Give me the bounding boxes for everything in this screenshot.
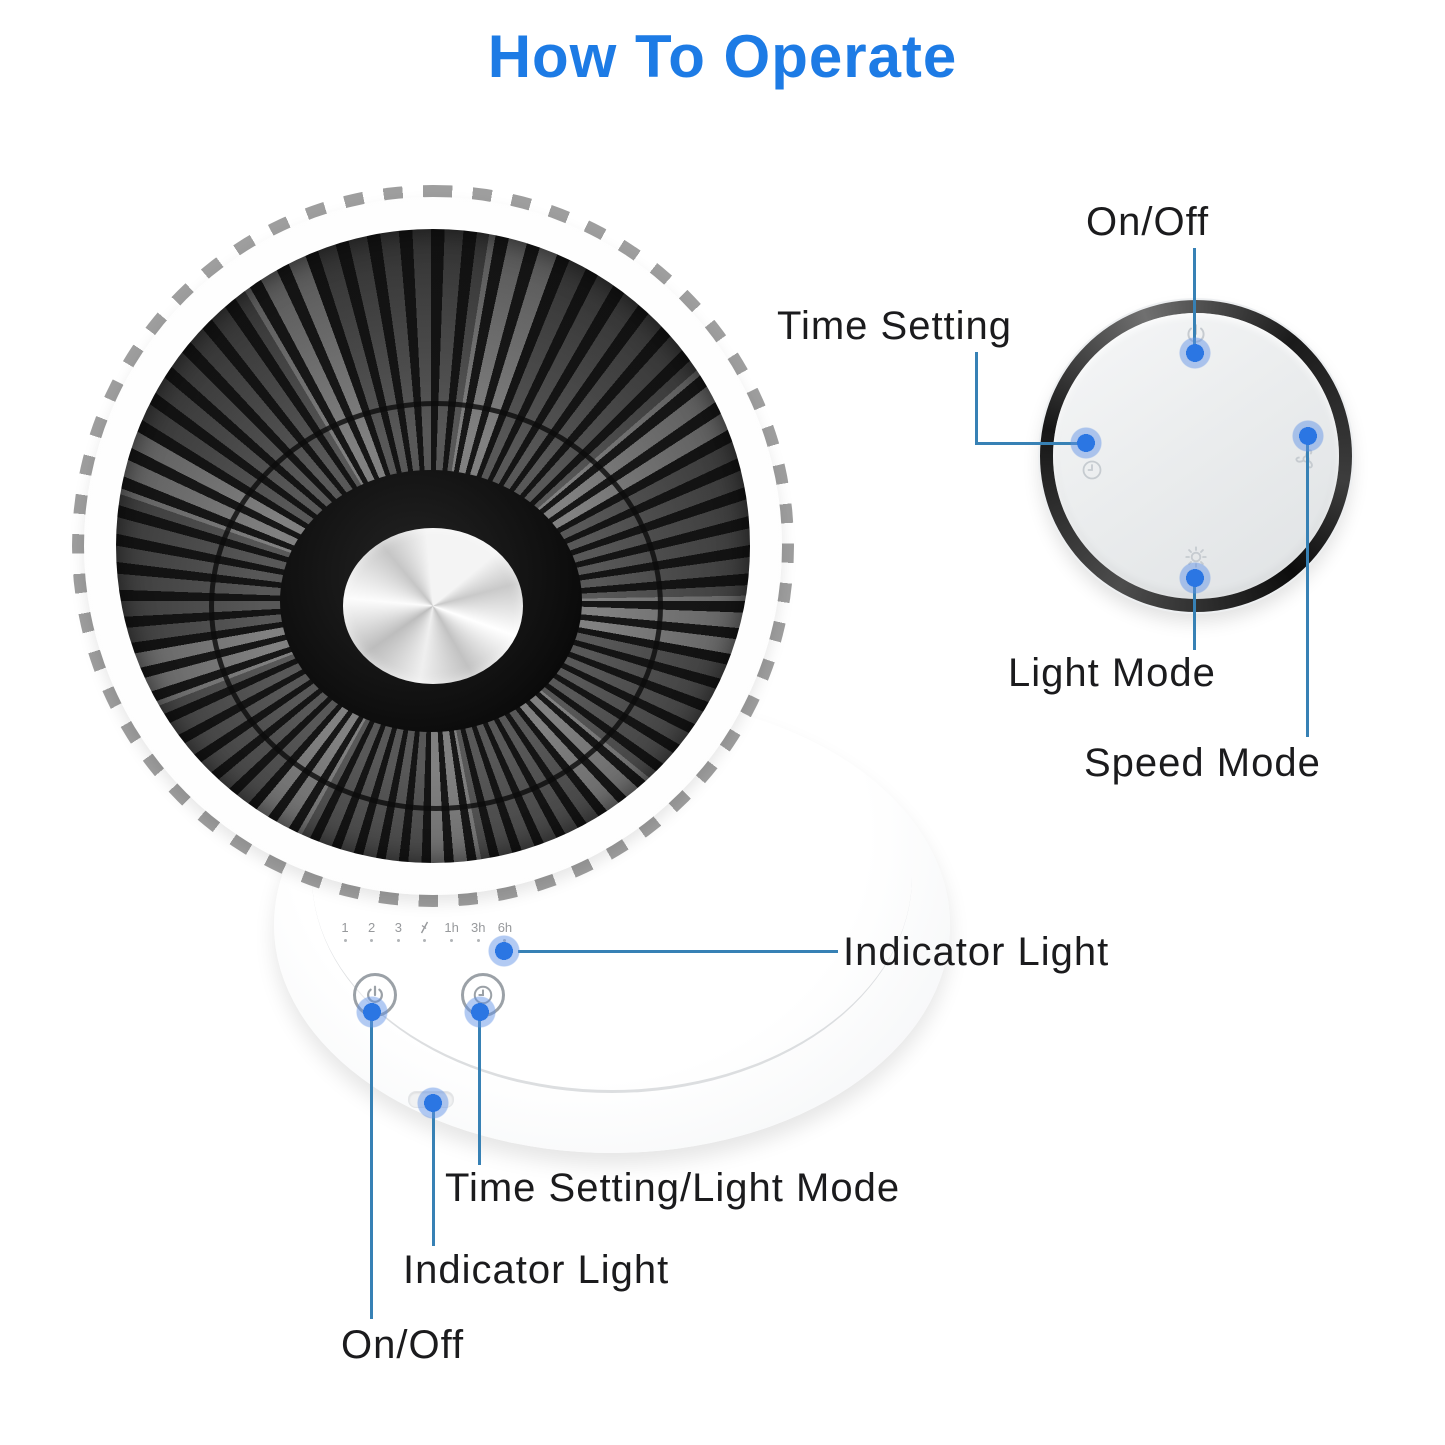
callout-label-on-off-base: On/Off: [341, 1323, 465, 1367]
indicator-timer-1h: 1h: [440, 921, 464, 942]
callout-label-on-off-dial: On/Off: [1086, 200, 1210, 244]
callout-line-on-off-base: [370, 1016, 373, 1319]
callout-line-speed-mode: [1306, 437, 1309, 737]
callout-dot-timer-button: [464, 996, 496, 1028]
callout-line-time-setting-v: [975, 352, 978, 445]
callout-line-time-setting-h: [975, 442, 1087, 445]
callout-line-time-light: [478, 1016, 481, 1165]
callout-dot-light-mode: [1179, 562, 1211, 594]
indicator-speed-1: 1: [333, 921, 357, 942]
indicator-speed-3: 3: [386, 921, 410, 942]
callout-line-indicator-top: [518, 950, 838, 953]
indicator-speed-2: 2: [360, 921, 384, 942]
fan-hub-cap: [343, 528, 523, 684]
callout-label-speed-mode: Speed Mode: [1084, 741, 1321, 785]
fan-grille-ring: [209, 401, 663, 811]
callout-line-light-mode: [1193, 578, 1196, 650]
callout-label-indicator-bottom: Indicator Light: [403, 1248, 670, 1292]
callout-line-on-off-dial: [1193, 248, 1196, 352]
callout-label-light-mode: Light Mode: [1008, 651, 1216, 695]
callout-dot-speed-mode: [1292, 420, 1324, 452]
callout-label-time-light: Time Setting/Light Mode: [445, 1166, 901, 1210]
callout-line-indicator-bottom: [432, 1105, 435, 1246]
indicator-row: 1 2 3 1h 3h 6h: [333, 921, 517, 942]
callout-dot-power-button: [356, 996, 388, 1028]
callout-dot-time-setting: [1070, 427, 1102, 459]
callout-dot-on-off-dial: [1179, 337, 1211, 369]
clock-icon: [1082, 460, 1102, 480]
page-title: How To Operate: [487, 23, 958, 90]
base-seam-line: [312, 660, 912, 1093]
breeze-slash-icon: [413, 921, 437, 942]
indicator-timer-3h: 3h: [466, 921, 490, 942]
callout-label-time-setting: Time Setting: [777, 304, 1013, 348]
callout-label-indicator-top: Indicator Light: [843, 930, 1110, 974]
callout-dot-indicator-top: [488, 935, 520, 967]
callout-dot-indicator-slot: [417, 1087, 449, 1119]
